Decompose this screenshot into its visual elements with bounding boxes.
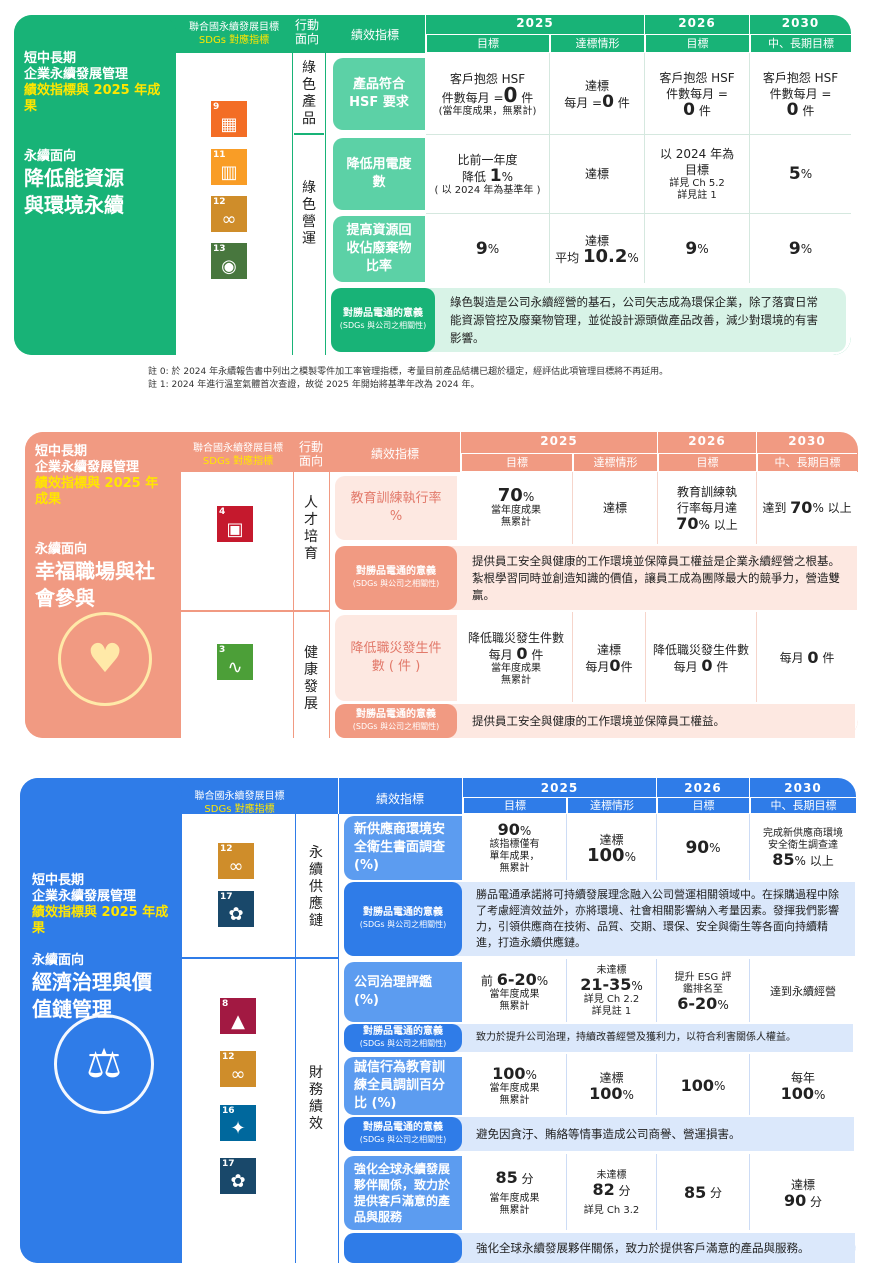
action-supply-chain: 永續供應鏈 [309,845,323,929]
sdg-16-icon: 16✦ [219,1104,257,1142]
r2-target-2026: 以 2024 年為 目標 詳見 Ch 5.2 詳見註 1 [659,147,735,201]
facet-label: 永續面向 [24,149,77,164]
r2-target-2030: 5% [788,164,813,184]
sdg-12-icon: 12∞ [210,195,248,233]
left-card-3: 短中長期 企業永續發展管理 績效指標與 2025 年成果 永續面向 經濟治理與價… [20,778,182,1263]
kpi-hsf: 產品符合 HSF 要求 [333,58,425,130]
kpi-integrity: 誠信行為教育訓練全員調訓百分比 (%) [344,1057,462,1115]
sdg-11-icon: 11▥ [210,148,248,186]
r3-target-2030: 9% [788,239,813,259]
action-header: 行動面向 [294,18,319,46]
r3-target-2026: 9% [685,239,709,259]
sdg-4-icon: 4▣ [216,505,254,543]
year-2025: 2025 [516,16,554,30]
action-green-operation: 綠色營運 [302,180,316,247]
h-target-2025: 目標 [427,35,549,52]
r2-target-2025: 比前一年度 降低 1% ( 以 2024 年為基準年 ) [434,152,541,196]
section-environment: 短中長期 企業永續發展管理 績效指標與 2025 年成果 永續面向 降低能資源 … [0,0,875,400]
year-2026: 2026 [678,16,716,30]
meaning-text-integrity: 避免因貪汙、賄絡等情事造成公司商譽、營運損害。 [476,1127,741,1141]
meaning-text-health: 提供員工安全與健康的工作環境並保障員工權益。 [472,714,725,728]
left-title-3: 績效指標與 2025 年成果 [24,83,161,114]
left-card: 短中長期 企業永續發展管理 績效指標與 2025 年成果 永續面向 降低能資源 … [14,15,176,355]
sdg-17-icon-a: 17✿ [217,890,255,928]
sdg-9-icon: 9▦ [210,100,248,138]
kpi-header: 績效指標 [350,28,399,42]
r1-target-2030: 客戶抱怨 HSF 件數每月 = 0 件 [762,70,839,120]
meaning-text-governance: 致力於提升公司治理，持續改善經營及獲利力，以符合利害關係人權益。 [476,1032,796,1043]
kpi-accidents: 降低職災發生件數 ( 件 ) [335,615,457,701]
h-target-2026: 目標 [646,35,749,52]
note-0: 註 0: 於 2024 年永續報告書中列出之模製零件加工率管理指標，考量目前產品… [148,367,669,377]
meaning-tag: 對勝品電通的意義(SDGs 與公司之相關性) [331,288,435,352]
left-title-2: 企業永續發展管理 [24,67,129,82]
kpi-governance: 公司治理評鑑 (%) [344,962,462,1022]
r3-status-2025: 達標 平均 10.2% [555,233,639,267]
r1-status-2025: 達標 每月 =0 件 [564,78,630,112]
kpi-partnership: 強化全球永續發展夥伴關係，致力於提供客戶滿意的產品與服務 [344,1156,462,1230]
facet-title-1: 降低能資源 [24,166,124,190]
sdg-17-icon-b: 17✿ [219,1157,257,1195]
r2-status-2025: 達標 [584,167,609,181]
action-financial: 財務績效 [309,1065,323,1132]
facet-title-2: 與環境永續 [24,193,124,217]
left-card-2: 短中長期 企業永續發展管理 績效指標與 2025 年成果 永續面向 幸福職場與社… [25,432,181,738]
kpi-recycling: 提高資源回收佔廢棄物比率 [333,216,425,282]
sdg-header: 聯合國永續發展目標 SDGs 對應指標 [189,22,279,46]
people-hug-icon: ♥ [58,612,152,706]
action-talent: 人才培育 [304,495,318,562]
sdg-3-icon: 3∿ [216,643,254,681]
kpi-training: 教育訓練執行率 % [335,476,457,540]
action-health: 健康發展 [304,645,318,712]
h-status-2025: 達標情形 [551,35,644,52]
action-green-product: 綠色產品 [302,60,316,127]
sdg-8-icon: 8▲ [219,997,257,1035]
r3-target-2025: 9% [475,239,500,259]
sdg-13-icon: 13◉ [210,242,248,280]
note-1: 註 1: 2024 年進行溫室氣體首次查證，故從 2025 年開始將基準年改為 … [148,380,480,390]
meaning-text: 綠色製造是公司永續經營的基石，公司矢志成為環保企業，除了落實日常能資源管控及廢棄… [450,295,818,345]
left-title-1: 短中長期 [24,51,77,66]
sdg-12-icon-b: 12∞ [219,1050,257,1088]
balance-scale-icon: ⚖ [54,1014,154,1114]
kpi-electricity: 降低用電度數 [333,138,425,210]
h-long-2030: 中、長期目標 [751,35,851,52]
year-2030: 2030 [781,16,820,30]
kpi-supplier-survey: 新供應商環境安全衛生書面調查 (%) [344,816,462,880]
r1-target-2025: 客戶抱怨 HSF 件數每月 =0 件 (當年度成果，無累計) [438,71,537,117]
r1-target-2026: 客戶抱怨 HSF 件數每月 = 0 件 [659,70,735,120]
meaning-text-training: 提供員工安全與健康的工作環境並保障員工權益是企業永續經營之根基。紮根學習同時並創… [472,553,840,602]
meaning-text-partnership: 強化全球永續發展夥伴關係，致力於提供客戶滿意的產品與服務。 [476,1241,810,1255]
meaning-text-supplier: 勝品電通承諾將可持續發展理念融入公司營運相關領域中。在採購過程中除了考慮經濟效益… [476,888,839,949]
sdg-12-icon-a: 12∞ [217,842,255,880]
